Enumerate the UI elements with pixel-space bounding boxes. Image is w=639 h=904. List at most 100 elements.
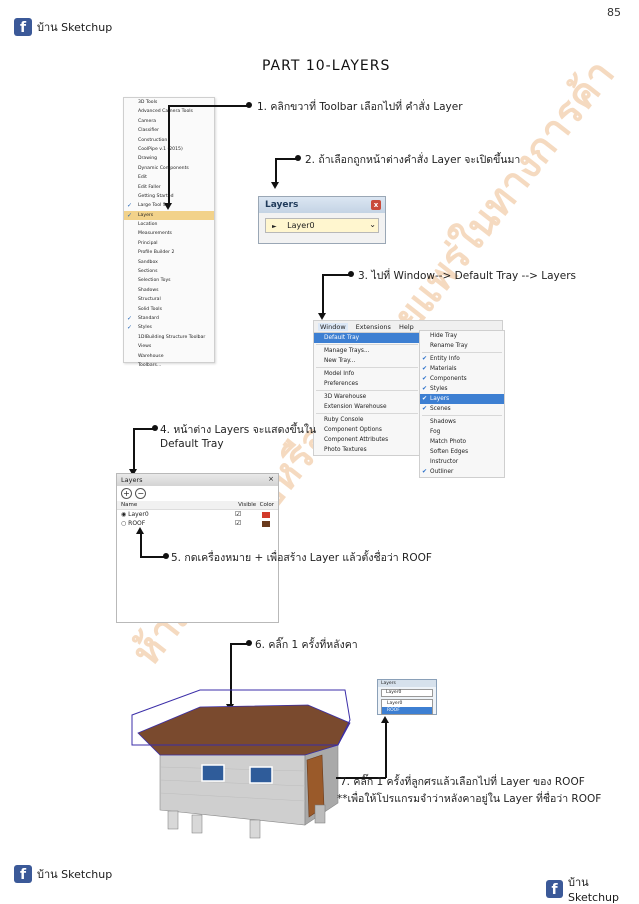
toolbar-menu-label: Getting Started bbox=[138, 193, 174, 199]
facebook-icon: f bbox=[546, 879, 563, 898]
toolbar-menu-item[interactable]: Measurements bbox=[124, 229, 214, 238]
toolbar-menu-item[interactable]: Advanced Camera Tools bbox=[124, 107, 214, 116]
house-wall-front bbox=[159, 754, 306, 826]
tray-menu-label: Instructor bbox=[430, 459, 459, 465]
toolbar-menu-item[interactable]: Warehouse bbox=[124, 352, 214, 361]
tray-menu-item[interactable]: Instructor bbox=[420, 457, 504, 467]
mini-option-roof[interactable]: ROOF bbox=[382, 707, 432, 714]
step1-dot bbox=[246, 102, 252, 108]
window-menu-item[interactable]: Component Options bbox=[324, 427, 382, 433]
visible-checkbox[interactable]: ☑ bbox=[235, 519, 242, 527]
window-menu-item[interactable]: Ruby Console bbox=[324, 417, 364, 423]
tray-menu-item[interactable]: ✔Components bbox=[420, 374, 504, 384]
toolbar-menu-item[interactable]: Construction bbox=[124, 136, 214, 145]
toolbar-menu-item[interactable]: ✓Standard bbox=[124, 314, 214, 323]
layer-color-swatch[interactable] bbox=[262, 520, 270, 527]
toolbar-menu-item[interactable]: ✓Layers bbox=[124, 210, 214, 221]
close-icon[interactable]: × bbox=[268, 475, 274, 483]
tray-menu-item[interactable]: ✔Materials bbox=[420, 364, 504, 374]
add-layer-icon[interactable]: + bbox=[121, 488, 132, 499]
toolbar-menu-item[interactable]: Edit Faller bbox=[124, 183, 214, 192]
toolbar-menu-item[interactable]: Drawing bbox=[124, 154, 214, 163]
window-menu-item[interactable]: Photo Textures bbox=[324, 447, 367, 453]
toolbar-menu-item[interactable]: Profile Builder 2 bbox=[124, 248, 214, 257]
step3-arrow bbox=[318, 313, 326, 320]
step1-arrow bbox=[164, 203, 172, 210]
tray-menu-label: Fog bbox=[430, 429, 441, 435]
tray-menu-item[interactable]: Fog bbox=[420, 427, 504, 437]
toolbar-menu-item[interactable]: Toolbars... bbox=[124, 361, 214, 370]
window-menu-item[interactable]: Extension Warehouse bbox=[324, 404, 387, 410]
step-3-text: 3. ไปที่ Window--> Default Tray --> Laye… bbox=[358, 270, 577, 282]
current-layer: Layer0 bbox=[287, 221, 315, 230]
chevron-down-icon[interactable]: ⌄ bbox=[369, 220, 376, 229]
brand-name: บ้าน Sketchup bbox=[37, 868, 113, 881]
window-menu-item[interactable]: Manage Trays... bbox=[324, 348, 370, 354]
tray-menu-item[interactable]: ✔Entity Info bbox=[420, 354, 504, 364]
tray-menu-item[interactable]: Soften Edges bbox=[420, 447, 504, 457]
toolbar-menu-label: Principal bbox=[138, 240, 158, 246]
toolbar-menu-label: Structural bbox=[138, 297, 161, 303]
tray-menu-item[interactable]: ✔Outliner bbox=[420, 467, 504, 477]
toolbar-menu-item[interactable]: ✓Large Tool Set bbox=[124, 201, 214, 210]
toolbar-menu-item[interactable]: Getting Started bbox=[124, 192, 214, 201]
step5-arrow bbox=[136, 527, 144, 534]
step-1-text: 1. คลิกขวาที่ Toolbar เลือกไปที่ คำสั่ง … bbox=[257, 101, 463, 113]
step2-dot bbox=[295, 155, 301, 161]
window-left bbox=[201, 764, 225, 782]
menubar-item[interactable]: Help bbox=[398, 323, 414, 331]
tray-menu-label: Soften Edges bbox=[430, 449, 469, 455]
tray-menu-item[interactable]: ✔Layers bbox=[420, 394, 504, 404]
mini-layer-select[interactable]: Layer0 bbox=[381, 689, 433, 697]
toolbar-menu-label: Sections bbox=[138, 269, 158, 275]
menubar-item[interactable]: Extensions bbox=[355, 323, 391, 331]
step-5-text: 5. กดเครื่องหมาย + เพื่อสร้าง Layer แล้ว… bbox=[171, 552, 432, 564]
menu-separator bbox=[422, 415, 502, 416]
toolbar-menu-item[interactable]: Location bbox=[124, 220, 214, 229]
tray-menu-item[interactable]: Hide Tray bbox=[420, 331, 504, 341]
toolbar-menu-item[interactable]: Solid Tools bbox=[124, 305, 214, 314]
toolbar-menu-item[interactable]: Shadows bbox=[124, 286, 214, 295]
step5-leader bbox=[140, 556, 164, 558]
toolbar-menu-item[interactable]: Principal bbox=[124, 239, 214, 248]
toolbar-menu-item[interactable]: Sections bbox=[124, 267, 214, 276]
visible-checkbox[interactable]: ☑ bbox=[235, 510, 242, 518]
toolbar-menu-item[interactable]: ✓Styles bbox=[124, 323, 214, 332]
toolbar-menu-item[interactable]: Views bbox=[124, 342, 214, 351]
toolbar-menu-item[interactable]: CoolPipe v.1 (2015) bbox=[124, 145, 214, 154]
window-menu-item[interactable]: Default Tray bbox=[314, 333, 420, 343]
tray-menu-item[interactable]: ✔Scenes bbox=[420, 404, 504, 414]
brand-bottom-left: f บ้าน Sketchup bbox=[14, 865, 112, 883]
toolbar-menu-item[interactable]: Dynamic Components bbox=[124, 164, 214, 173]
toolbar-menu-item[interactable]: Edit bbox=[124, 173, 214, 182]
radio-icon[interactable]: ○ bbox=[121, 520, 129, 527]
remove-layer-icon[interactable]: − bbox=[135, 488, 147, 499]
radio-icon[interactable]: ◉ bbox=[121, 511, 129, 518]
toolbar-menu-item[interactable]: Camera bbox=[124, 117, 214, 126]
mini-option-layer0[interactable]: Layer0 bbox=[387, 701, 403, 706]
layers-window-title: Layers x bbox=[259, 197, 385, 213]
toolbar-menu-item[interactable]: Classifier bbox=[124, 126, 214, 135]
layer-color-swatch[interactable] bbox=[262, 511, 270, 518]
tray-menu-item[interactable]: Rename Tray bbox=[420, 341, 504, 351]
tray-menu-item[interactable]: Match Photo bbox=[420, 437, 504, 447]
tray-menu-item[interactable]: ✔Styles bbox=[420, 384, 504, 394]
menubar-item[interactable]: Window bbox=[318, 323, 348, 331]
close-icon[interactable]: x bbox=[371, 200, 381, 210]
toolbar-menu-item[interactable]: Sandbox bbox=[124, 258, 214, 267]
window-menu-item[interactable]: Preferences bbox=[324, 381, 359, 387]
toolbar-menu-item[interactable]: 1DIBuilding Structure Toolbar bbox=[124, 333, 214, 342]
layer-row[interactable]: ◉ Layer0☑ bbox=[117, 510, 278, 519]
window-menu-item[interactable]: New Tray... bbox=[324, 358, 356, 364]
tray-menu-item[interactable]: Shadows bbox=[420, 417, 504, 427]
toolbar-menu-item[interactable]: 3D Tools bbox=[124, 98, 214, 107]
layer-row[interactable]: ○ ROOF☑ bbox=[117, 519, 278, 528]
window-menu-item[interactable]: Component Attributes bbox=[324, 437, 389, 443]
toolbar-menu-item[interactable]: Selection Toys bbox=[124, 276, 214, 285]
toolbar-menu-label: Selection Toys bbox=[138, 278, 171, 284]
window-menu-item[interactable]: 3D Warehouse bbox=[324, 394, 367, 400]
window-menu-item[interactable]: Model Info bbox=[324, 371, 355, 377]
toolbar-menu-item[interactable]: Structural bbox=[124, 295, 214, 304]
layer-dropdown[interactable]: ► Layer0 ⌄ bbox=[265, 218, 379, 233]
